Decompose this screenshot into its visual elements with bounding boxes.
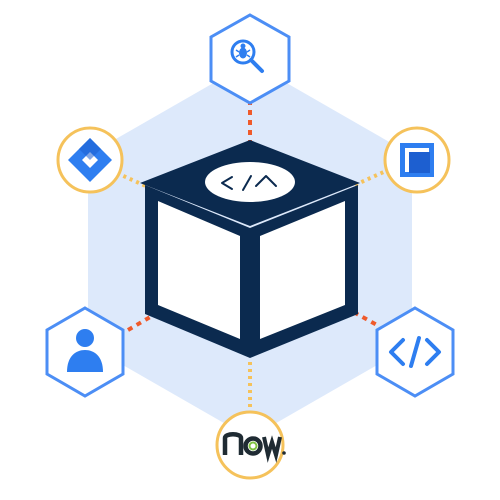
- node-user[interactable]: [45, 306, 125, 398]
- servicenow-logo: [222, 432, 286, 463]
- node-bug-search[interactable]: [209, 13, 291, 105]
- code-icon: [389, 336, 441, 368]
- bug-search-icon: [230, 39, 264, 73]
- square-stack-icon: [400, 143, 434, 177]
- cube-left-panel: [158, 201, 240, 339]
- cube-top-badge: [205, 162, 295, 202]
- node-servicenow[interactable]: [215, 410, 286, 480]
- central-cube: [140, 140, 360, 358]
- cube-right-panel: [260, 201, 345, 339]
- node-code[interactable]: [375, 306, 455, 398]
- node-jira[interactable]: [56, 126, 124, 194]
- connector-top-right: [354, 168, 389, 187]
- jira-icon: [68, 138, 112, 182]
- code-caret-icon: [221, 175, 277, 191]
- node-azure-devops[interactable]: [383, 126, 451, 194]
- connector-top-left: [116, 171, 151, 190]
- user-icon: [67, 329, 103, 372]
